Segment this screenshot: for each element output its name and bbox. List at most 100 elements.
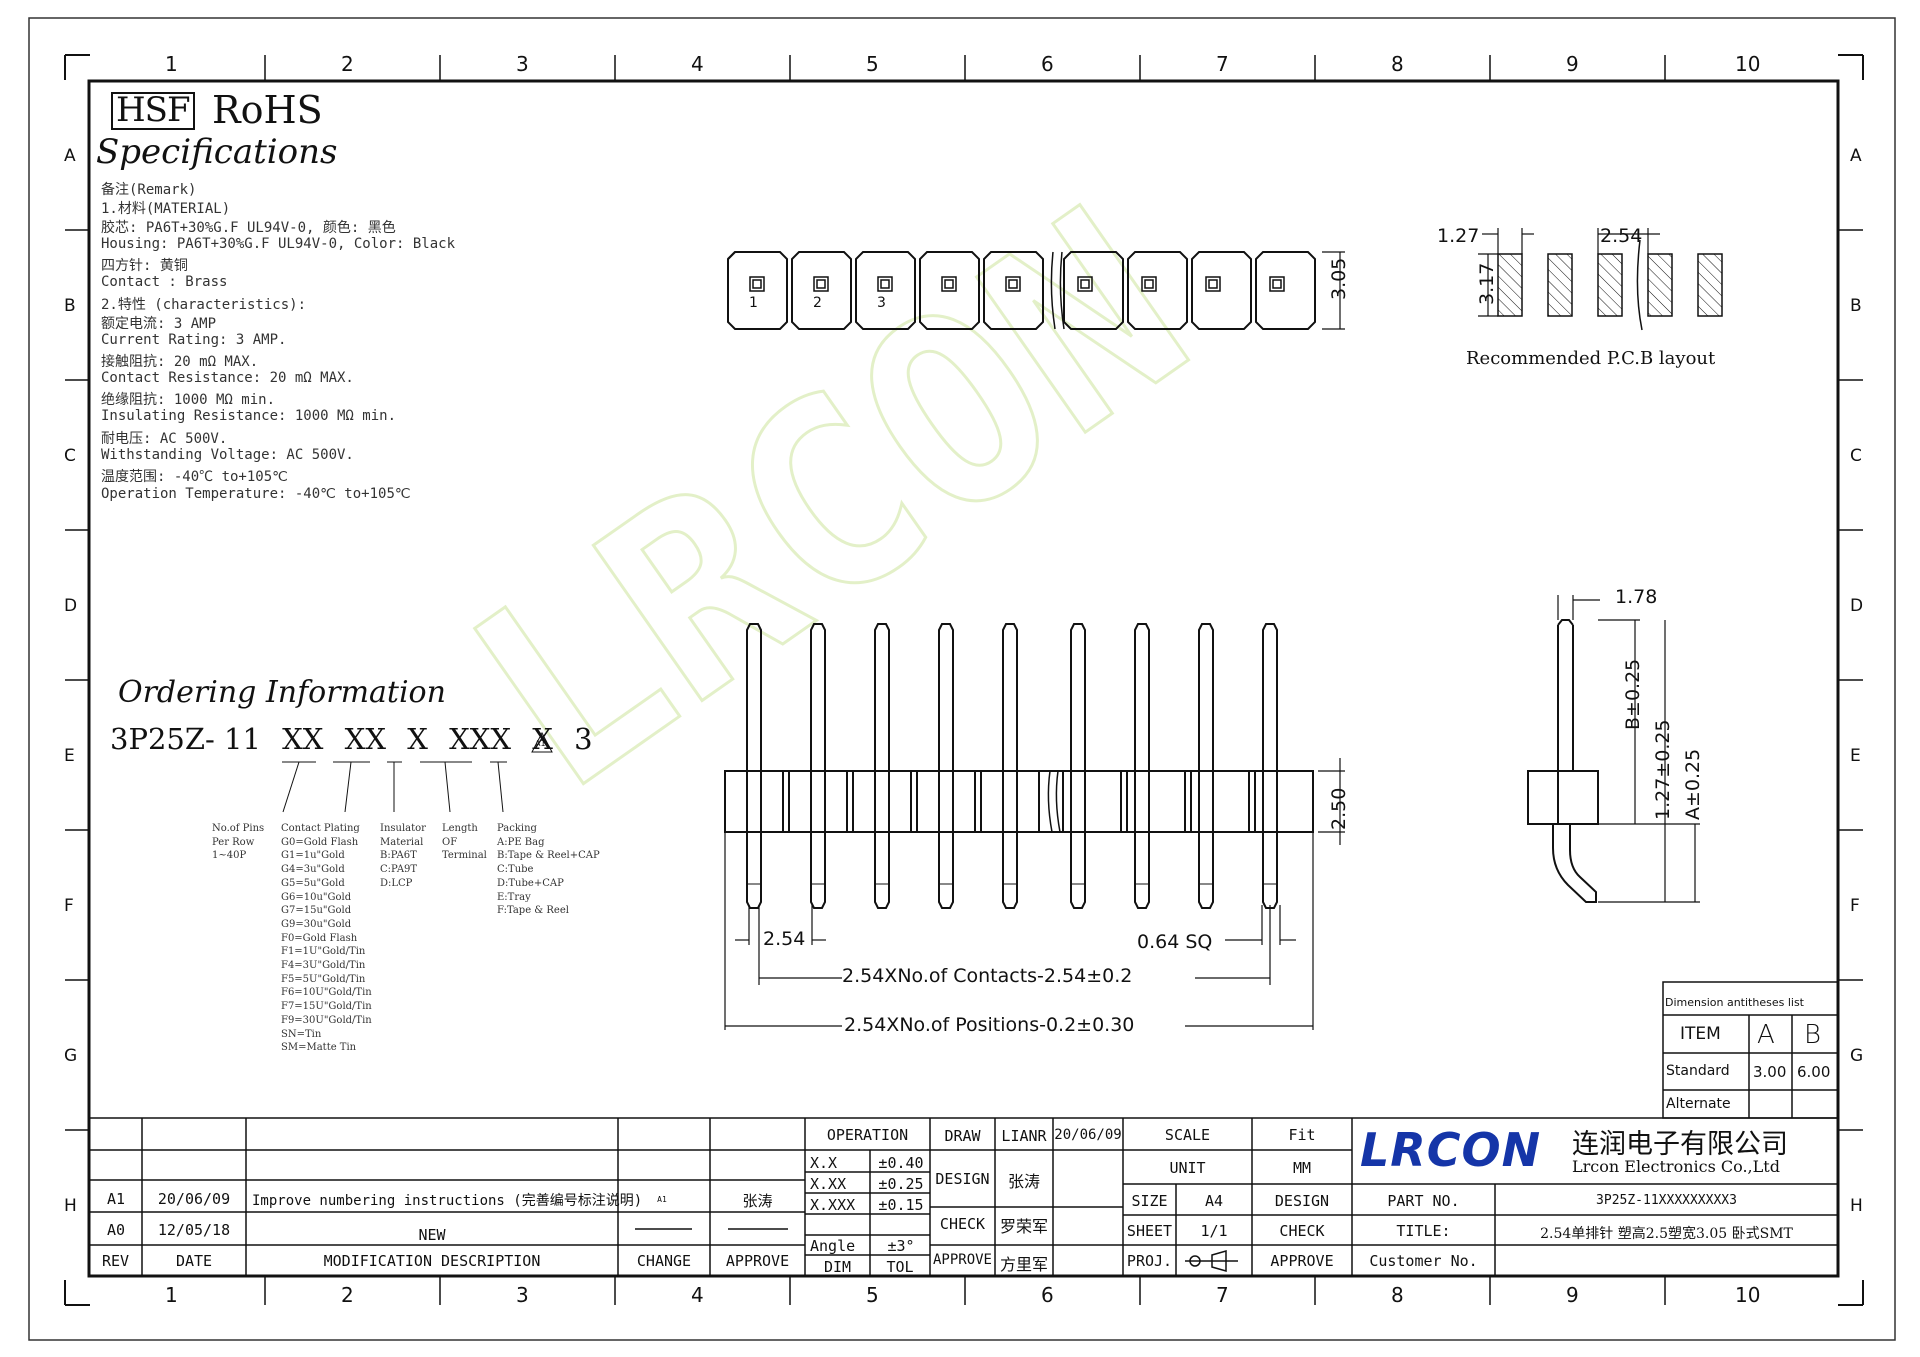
col-label: 9	[1566, 52, 1579, 76]
row-label: H	[64, 1196, 77, 1216]
row-label: F	[1850, 896, 1860, 916]
spec-line: Operation Temperature: -40℃ to+105℃	[101, 486, 411, 502]
pin	[1262, 623, 1278, 909]
design2-label: DESIGN	[1274, 1192, 1330, 1210]
desc-cell: NEW	[418, 1226, 446, 1244]
operation-label: OPERATION	[826, 1126, 909, 1144]
spec-line: 四方针: 黄铜	[101, 258, 188, 274]
dim-table-row-label: Standard	[1666, 1063, 1730, 1079]
unit-value: MM	[1292, 1159, 1312, 1177]
pcb-layout	[1478, 228, 1723, 331]
dim-table-row-label: Alternate	[1666, 1096, 1731, 1112]
dim-table-header-b: B	[1804, 1020, 1822, 1050]
dim-side-b: B±0.25	[1622, 658, 1644, 730]
hsf-label: HSF	[116, 90, 191, 130]
dim-table-header-item: ITEM	[1680, 1024, 1721, 1044]
customer-label: Customer No.	[1369, 1252, 1478, 1270]
spec-line: 温度范围: -40℃ to+105℃	[101, 469, 288, 485]
dim-side-a: A±0.25	[1682, 748, 1704, 820]
code-x2: X	[532, 722, 553, 756]
header-rev: REV	[101, 1252, 130, 1270]
sheet-value: 1/1	[1200, 1222, 1228, 1240]
dim-table-cell: 6.00	[1797, 1063, 1831, 1081]
col-label: 6	[1041, 1283, 1054, 1307]
dim-body-height: 2.50	[1328, 787, 1350, 830]
approve-name: 方里军	[999, 1255, 1048, 1274]
row-label: F	[64, 896, 74, 916]
title-label: TITLE:	[1396, 1222, 1451, 1240]
company-name-en: Lrcon Electronics Co.,Ltd	[1572, 1157, 1780, 1176]
spec-line: Current Rating: 3 AMP.	[101, 332, 287, 348]
top-view	[727, 251, 1345, 330]
scale-label: SCALE	[1164, 1126, 1211, 1144]
date-cell: 12/05/18	[157, 1221, 231, 1239]
spec-line: Housing: PA6T+30%G.F UL94V-0, Color: Bla…	[101, 236, 456, 252]
rev-cell: A1	[106, 1190, 126, 1208]
dim-front-pitch: 2.54	[763, 928, 806, 950]
col-label: 10	[1735, 52, 1761, 76]
front-view	[724, 623, 1345, 1030]
col-label: 5	[866, 52, 879, 76]
col-label: 10	[1735, 1283, 1761, 1307]
spec-line: 胶芯: PA6T+30%G.F UL94V-0, 颜色: 黑色	[101, 220, 396, 236]
pin	[1198, 623, 1214, 909]
part-no-label: PART NO.	[1387, 1192, 1460, 1210]
company-name-cn: 连润电子有限公司	[1572, 1129, 1788, 1160]
dim-pin-size: 0.64 SQ	[1137, 931, 1213, 953]
dim-pcb-pitch: 2.54	[1600, 225, 1643, 247]
tol-val: ±0.15	[878, 1196, 924, 1214]
code-xxx: XXX	[449, 722, 511, 756]
dim-positions-length: 2.54XNo.of Positions-0.2±0.30	[844, 1014, 1135, 1036]
title-block-grid	[89, 1117, 1838, 1276]
tol-val: ±0.25	[878, 1175, 924, 1193]
code-suffix: 3	[574, 722, 593, 756]
spec-line: Withstanding Voltage: AC 500V.	[101, 447, 354, 463]
dimension-table-title: Dimension antitheses list	[1665, 996, 1804, 1009]
approve-label: APPROVE	[932, 1252, 992, 1268]
dim-pad-width: 1.27	[1437, 225, 1480, 247]
rev-cell: A0	[106, 1221, 126, 1239]
row-label: G	[64, 1046, 78, 1066]
col-label: 8	[1391, 52, 1404, 76]
pin	[938, 623, 954, 909]
tol-dim: Angle	[810, 1237, 856, 1255]
spec-line: 耐电压: AC 500V.	[101, 431, 228, 447]
col-label: 2	[341, 1283, 354, 1307]
pin	[1070, 623, 1086, 909]
header-date: DATE	[175, 1252, 213, 1270]
unit-label: UNIT	[1169, 1159, 1206, 1177]
col-label: 4	[691, 52, 704, 76]
row-label: H	[1850, 1196, 1863, 1216]
row-label: A	[64, 146, 76, 166]
col-label: 4	[691, 1283, 704, 1307]
pin	[874, 623, 890, 909]
pin	[810, 623, 826, 909]
col-label: 1	[165, 1283, 178, 1307]
tol-dim: X.XX	[810, 1175, 847, 1193]
code-x1: X	[407, 722, 428, 756]
dim-side-127: 1.27±0.25	[1652, 719, 1674, 820]
dim-table-header-a: A	[1757, 1020, 1775, 1050]
spec-title: Specifications	[96, 132, 338, 172]
pin-number: 1	[749, 295, 758, 311]
part-no-value: 3P25Z-11XXXXXXXXX3	[1596, 1193, 1737, 1208]
spec-line: 备注(Remark)	[101, 182, 197, 198]
header-change: CHANGE	[636, 1252, 692, 1270]
check2-label: CHECK	[1279, 1222, 1325, 1240]
sheet-label: SHEET	[1126, 1222, 1173, 1240]
col-label: 9	[1566, 1283, 1579, 1307]
row-label: B	[64, 296, 76, 316]
check-label: CHECK	[939, 1215, 986, 1233]
dim-label: DIM	[823, 1258, 852, 1276]
spec-line: 绝缘阻抗: 1000 MΩ min.	[101, 392, 276, 408]
row-label: G	[1850, 1046, 1864, 1066]
ordering-leaders	[282, 731, 553, 813]
revision-triangle-label: A1	[535, 739, 546, 748]
spec-line: 1.材料(MATERIAL)	[101, 201, 231, 217]
col-label: 2	[341, 52, 354, 76]
design-label: DESIGN	[935, 1170, 990, 1188]
size-label: SIZE	[1131, 1192, 1168, 1210]
